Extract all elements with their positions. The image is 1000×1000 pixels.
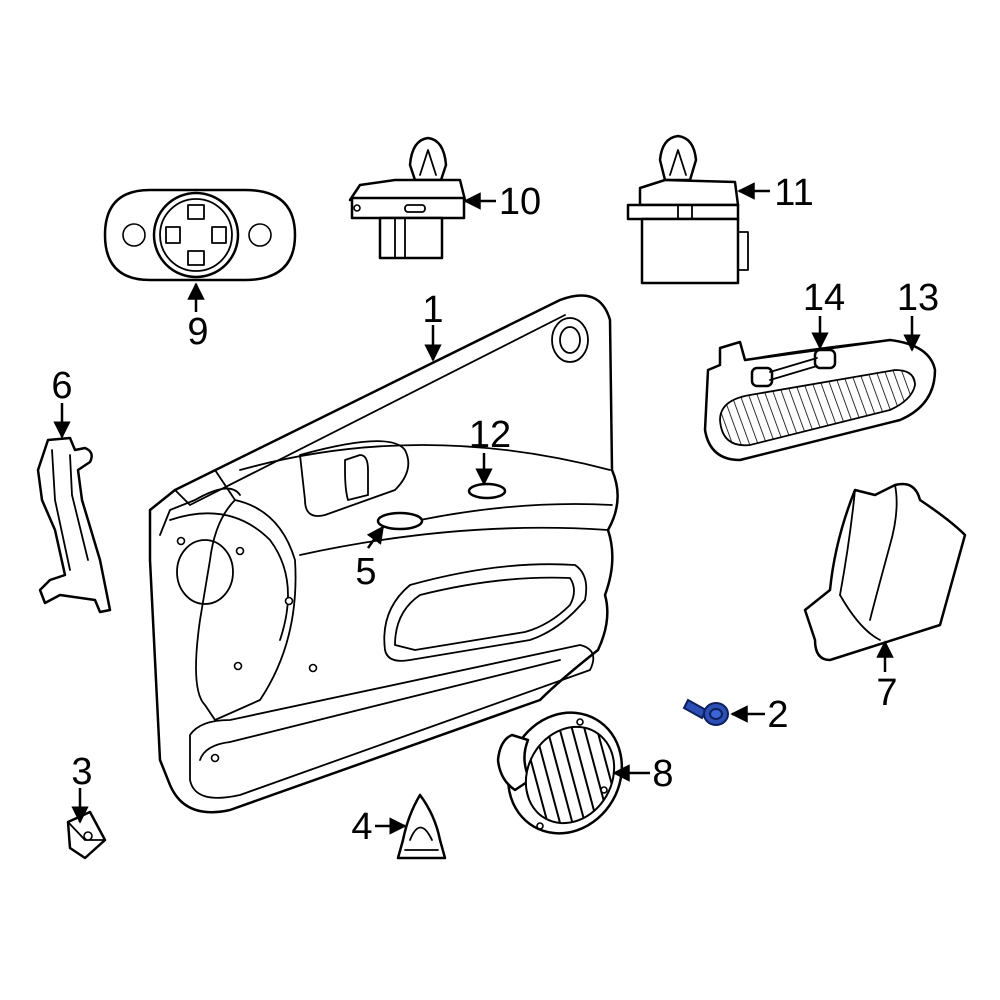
screw-2[interactable] — [682, 698, 729, 726]
callout-leaders — [53, 182, 921, 835]
callout-4: 4 — [351, 806, 372, 848]
bracket-6[interactable] — [36, 436, 112, 614]
callout-8: 8 — [652, 753, 673, 795]
callout-10: 10 — [499, 181, 541, 223]
clip-nut-3[interactable] — [66, 810, 107, 860]
callout-7: 7 — [876, 672, 897, 714]
oval-plug[interactable] — [103, 188, 297, 282]
callout-1: 1 — [422, 289, 443, 331]
callout-6: 6 — [51, 365, 72, 407]
callout-9: 9 — [187, 311, 208, 353]
callout-11: 11 — [774, 172, 813, 214]
door-trim-panel[interactable] — [148, 294, 619, 814]
callout-3: 3 — [71, 751, 92, 793]
switch-11[interactable] — [626, 134, 749, 285]
vent-bezel[interactable] — [703, 338, 937, 462]
switch-10[interactable] — [348, 136, 467, 260]
speaker-8[interactable] — [486, 692, 643, 854]
callout-14: 14 — [803, 277, 845, 319]
callout-12: 12 — [469, 414, 511, 456]
push-clip-4[interactable] — [396, 793, 447, 860]
trim-piece-7[interactable] — [803, 482, 967, 662]
callout-13: 13 — [897, 277, 939, 319]
callout-5: 5 — [355, 551, 376, 593]
callout-labels: 1 2 3 4 5 6 7 8 9 10 11 12 13 14 — [51, 172, 939, 848]
callout-2: 2 — [767, 694, 788, 736]
